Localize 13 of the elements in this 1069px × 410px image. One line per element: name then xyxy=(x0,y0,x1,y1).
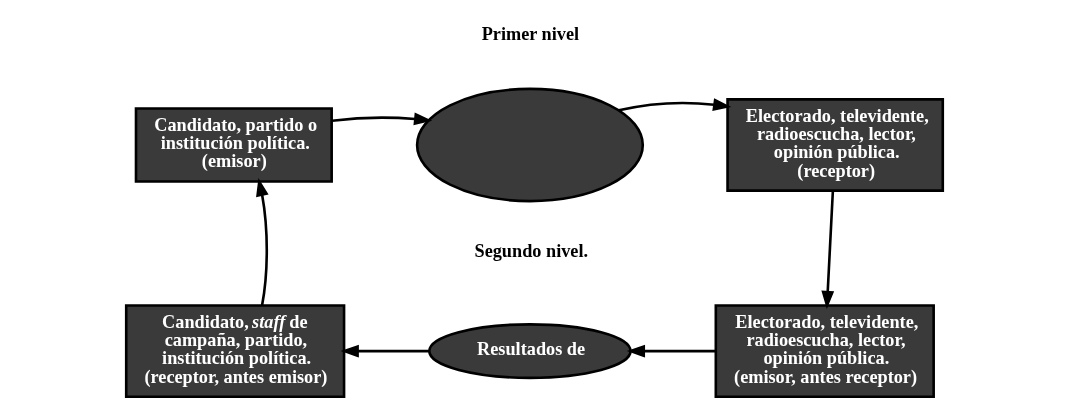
node-ellipse: Resultados de xyxy=(428,323,632,380)
label: Segundo nivel. xyxy=(474,240,589,261)
arrow xyxy=(626,344,716,358)
node-box: Candidato, staff de campaña, partido, institución política. (receptor, antes emisor) xyxy=(124,304,346,399)
arrow xyxy=(618,98,732,112)
arrow xyxy=(821,190,835,310)
node-box: Electorado, televidente, radioescucha, lector, opinión pública. (emisor, antes receptor) xyxy=(714,304,935,399)
arrow xyxy=(340,344,430,358)
node-box: Candidato, partido o institución política. (emisor) xyxy=(134,107,333,183)
arrow xyxy=(332,112,433,126)
arrow xyxy=(256,177,269,306)
label: Primer nivel xyxy=(481,24,580,45)
node-box: Electorado, televidente, radioescucha, lector, opinión pública. (receptor) xyxy=(726,98,945,192)
